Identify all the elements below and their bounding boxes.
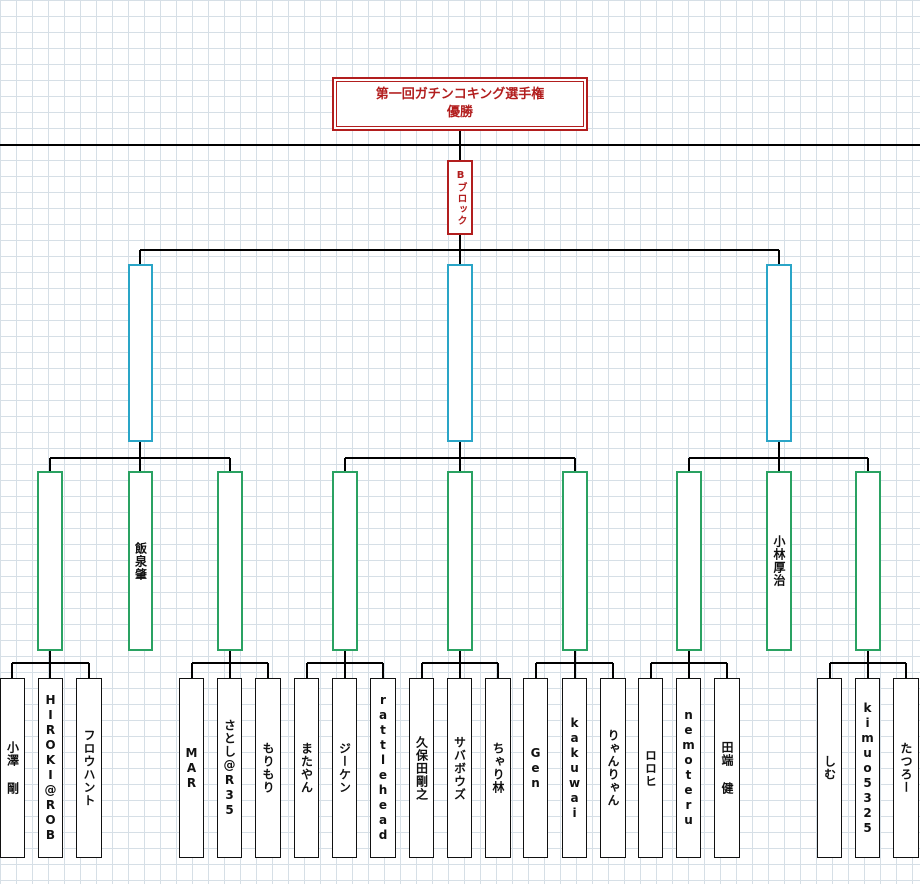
player-name: nemoteru	[681, 708, 696, 828]
player-name: 田端 健	[720, 741, 734, 795]
quarterfinal-box-winner: 小林厚治	[766, 471, 792, 651]
block-label: Bブロック	[455, 169, 466, 226]
player-box: kimuo5325	[855, 678, 880, 858]
player-name: サバボウズ	[452, 735, 467, 801]
player-box: 小澤 剛	[0, 678, 25, 858]
player-box: ちゃり林	[485, 678, 511, 858]
player-box: nemoteru	[676, 678, 701, 858]
semifinal-box-1	[128, 264, 153, 442]
quarterfinal-box	[37, 471, 63, 651]
player-box: たつろー	[893, 678, 919, 858]
player-box: またやん	[294, 678, 319, 858]
champion-label: 優勝	[446, 105, 473, 120]
player-name: たつろー	[899, 742, 913, 794]
quarterfinal-box	[855, 471, 881, 651]
player-box: 田端 健	[714, 678, 740, 858]
player-name: 小澤 剛	[5, 741, 20, 795]
quarterfinal-box	[217, 471, 243, 651]
player-box: しむ	[817, 678, 842, 858]
tournament-title: 第一回ガチンコキング選手権	[375, 87, 545, 102]
quarterfinal-box	[447, 471, 473, 651]
player-name: kakuwai	[567, 715, 582, 821]
player-name: kimuo5325	[860, 700, 875, 836]
player-name: ロロヒ	[643, 748, 658, 788]
player-name: もりもり	[261, 742, 275, 794]
player-name: りゃんりゃん	[606, 729, 620, 807]
quarterfinal-box	[332, 471, 358, 651]
quarterfinal-box	[562, 471, 588, 651]
player-box: ロロヒ	[638, 678, 663, 858]
quarterfinal-box	[676, 471, 702, 651]
quarterfinal-box-winner: 飯泉肇	[128, 471, 153, 651]
winner-name: 小林厚治	[772, 535, 786, 587]
player-box: りゃんりゃん	[600, 678, 626, 858]
player-name: しむ	[822, 755, 837, 781]
player-box: サバボウズ	[447, 678, 472, 858]
player-box: MAR	[179, 678, 204, 858]
player-name: 久保田剛之	[414, 735, 429, 801]
player-name: ちゃり林	[491, 742, 505, 794]
block-box: Bブロック	[447, 160, 473, 235]
player-name: さとし@R35	[222, 718, 237, 818]
semifinal-box-2	[447, 264, 473, 442]
player-box: さとし@R35	[217, 678, 242, 858]
semifinal-box-3	[766, 264, 792, 442]
player-name: Gen	[528, 745, 543, 791]
player-name: HIROKI@ROB	[43, 693, 58, 843]
player-box: ジーケン	[332, 678, 357, 858]
player-name: フロウハント	[82, 729, 96, 807]
player-name: またやん	[299, 742, 314, 794]
player-box: Gen	[523, 678, 548, 858]
player-box: rattlehead	[370, 678, 396, 858]
player-name: MAR	[184, 745, 199, 791]
player-box: kakuwai	[562, 678, 587, 858]
winner-name: 飯泉肇	[133, 541, 148, 581]
player-name: ジーケン	[337, 742, 352, 794]
player-box: 久保田剛之	[409, 678, 434, 858]
player-box: HIROKI@ROB	[38, 678, 63, 858]
champion-box: 第一回ガチンコキング選手権 優勝	[332, 77, 588, 131]
player-box: もりもり	[255, 678, 281, 858]
player-box: フロウハント	[76, 678, 102, 858]
player-name: rattlehead	[376, 693, 390, 843]
